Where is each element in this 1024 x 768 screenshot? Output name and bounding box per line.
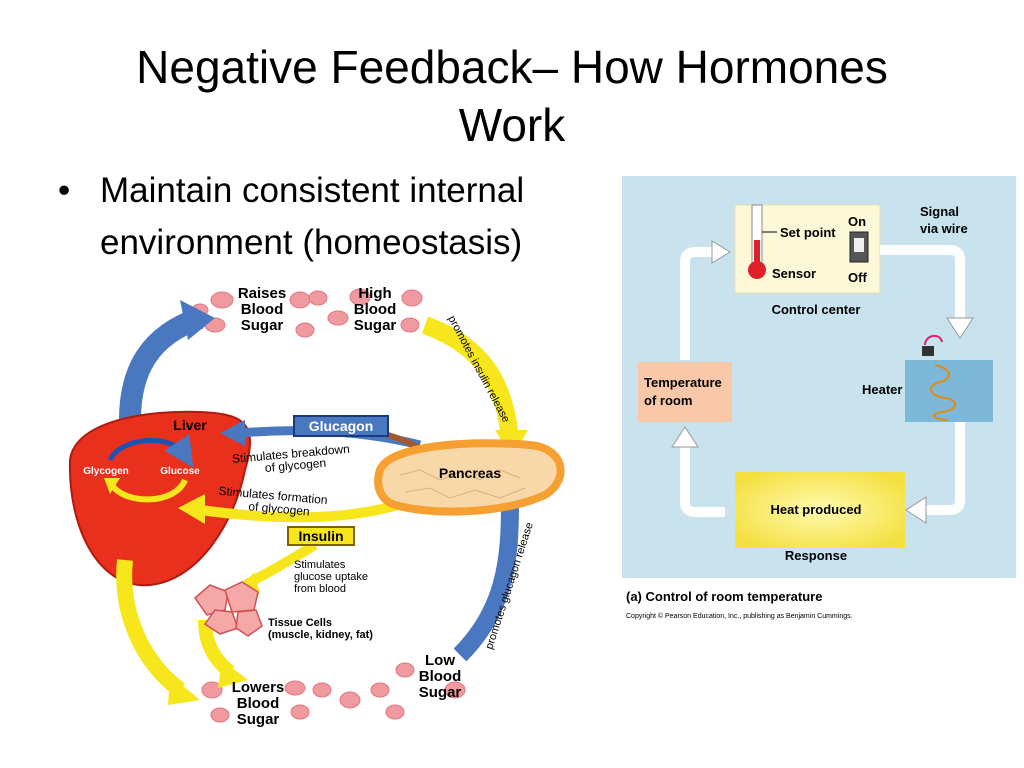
glucagon-label: Glucagon <box>309 418 374 434</box>
heater-box <box>905 360 993 422</box>
heat-produced-box <box>735 472 905 548</box>
arrow-head-lowers-2 <box>218 660 248 688</box>
svg-text:Sugar: Sugar <box>237 711 280 728</box>
title-line-2: Work <box>458 99 566 151</box>
promotes-insulin-label: promotes insulin release <box>445 314 512 425</box>
copyright-notice: Copyright © Pearson Education, Inc., pub… <box>626 612 853 620</box>
flow-arrow-heater-to-heat <box>925 420 965 515</box>
heater-label: Heater <box>862 382 902 397</box>
svg-text:Lowers: Lowers <box>232 679 285 696</box>
slide-title: Negative Feedback– How Hormones Work <box>40 38 984 154</box>
svg-text:Blood: Blood <box>237 695 280 712</box>
heater-plug <box>922 346 934 356</box>
pancreas-shape <box>374 439 565 516</box>
arrow-high-to-pancreas <box>421 316 519 441</box>
bullet-text: Maintain consistent internal environment… <box>100 171 525 262</box>
arrow-liver-to-lowers <box>116 559 185 697</box>
glucagon-box <box>293 415 389 437</box>
flow-arrow-head-control <box>711 240 731 264</box>
insulin-label: Insulin <box>298 528 343 544</box>
svg-text:Tissue Cells: Tissue Cells <box>268 617 332 629</box>
liver-label: Liver <box>173 417 207 433</box>
flow-arrow-head-heater <box>946 317 974 339</box>
svg-text:Sugar: Sugar <box>354 317 397 334</box>
thermometer-bulb <box>748 261 766 279</box>
signal-label-2: via wire <box>920 221 968 236</box>
thermostat-diagram: Set point Sensor On Off Control center S… <box>622 176 1016 578</box>
heater-coil <box>930 364 957 421</box>
svg-text:Sugar: Sugar <box>419 684 462 701</box>
insulin-box <box>287 526 355 546</box>
tissue-cells-label: Tissue Cells (muscle, kidney, fat) <box>268 617 373 641</box>
svg-text:(muscle, kidney, fat): (muscle, kidney, fat) <box>268 629 373 641</box>
svg-text:High: High <box>358 285 391 302</box>
thermometer-fill <box>754 240 760 265</box>
arrow-liver-to-raises <box>119 307 204 421</box>
low-blood-sugar-label: Low Blood Sugar <box>419 652 462 701</box>
svg-text:from blood: from blood <box>294 583 346 595</box>
svg-text:Low: Low <box>425 652 455 669</box>
svg-text:Sugar: Sugar <box>241 317 284 334</box>
room-temperature-label-1: Temperature <box>644 375 722 390</box>
tissue-cells <box>193 581 263 637</box>
svg-text:Raises: Raises <box>238 285 286 302</box>
blood-cells-top <box>191 288 423 338</box>
blood-cells-bottom <box>201 662 466 723</box>
thermostat-caption: (a) Control of room temperature <box>626 589 822 604</box>
on-label: On <box>848 214 866 229</box>
arrow-head-insulin-liver <box>178 494 205 524</box>
glycogen-cycle-blue <box>107 434 194 468</box>
svg-text:Blood: Blood <box>419 668 462 685</box>
raises-blood-sugar-label: Raises Blood Sugar <box>238 285 286 334</box>
high-blood-sugar-label: High Blood Sugar <box>354 285 397 334</box>
svg-text:Blood: Blood <box>241 301 284 318</box>
signal-label-1: Signal <box>920 204 959 219</box>
title-line-1: Negative Feedback– How Hormones <box>136 41 888 93</box>
arrow-low-to-pancreas <box>453 504 519 662</box>
svg-text:Stimulates: Stimulates <box>294 559 346 571</box>
svg-text:Blood: Blood <box>354 301 397 318</box>
glycogen-label: Glycogen <box>83 466 129 477</box>
response-label: Response <box>785 548 847 563</box>
heater-indicator-arc <box>924 334 943 346</box>
svg-text:of glycogen: of glycogen <box>264 456 326 475</box>
switch-lever <box>854 238 864 252</box>
set-point-label: Set point <box>780 225 836 240</box>
off-label: Off <box>848 270 867 285</box>
control-center-label: Control center <box>772 302 861 317</box>
flow-arrow-heat-to-room <box>680 445 725 517</box>
svg-text:glucose uptake: glucose uptake <box>294 571 368 583</box>
glycogen-cycle-yellow <box>109 478 188 503</box>
flow-arrow-room-to-control <box>680 247 712 360</box>
arrow-head-glucagon <box>220 420 245 446</box>
flow-arrow-control-to-heater <box>880 245 965 320</box>
glycogen-cycle-yellow-head <box>104 478 120 494</box>
svg-text:of glycogen: of glycogen <box>248 499 310 518</box>
room-temperature-label-2: of room <box>644 393 692 408</box>
pancreas-texture <box>399 469 526 499</box>
lowers-blood-sugar-label: Lowers Blood Sugar <box>232 679 285 728</box>
blood-sugar-diagram: Glucagon Insulin Raises Blood Sugar High… <box>68 285 565 728</box>
arrow-head-lowers-1 <box>168 675 200 705</box>
bullet-marker: • <box>58 171 71 210</box>
flow-arrow-head-room <box>671 426 699 448</box>
room-temperature-box <box>638 362 732 422</box>
stimulates-uptake-label: Stimulates glucose uptake from blood <box>294 559 368 595</box>
glucose-label: Glucose <box>160 466 200 477</box>
sensor-label: Sensor <box>772 266 816 281</box>
flow-arrow-head-heat <box>905 496 927 524</box>
pancreas-label: Pancreas <box>439 465 501 481</box>
heat-produced-label: Heat produced <box>770 502 861 517</box>
arrow-head-raises <box>180 300 215 340</box>
